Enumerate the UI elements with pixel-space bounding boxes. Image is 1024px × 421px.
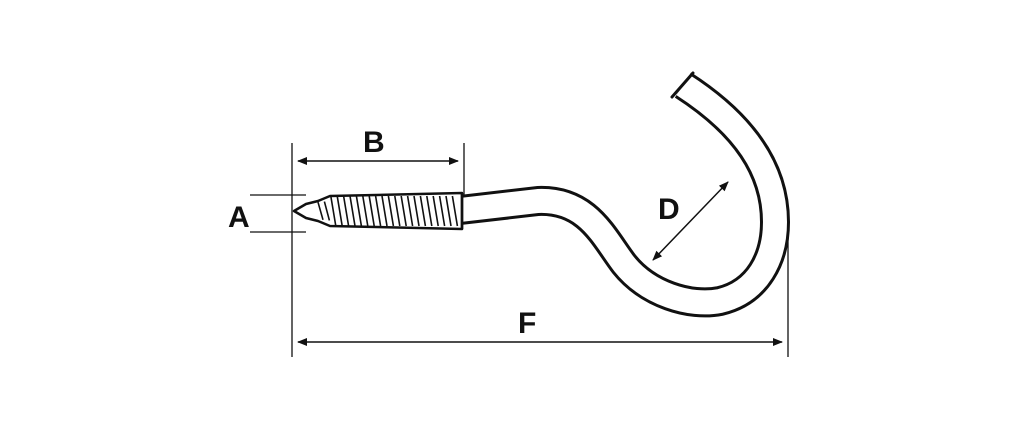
thread-crest-line [400, 195, 407, 227]
thread-crest-line [387, 195, 395, 227]
thread-crest-line [451, 195, 459, 227]
thread-crest-line [419, 195, 427, 227]
thread-section [292, 191, 464, 231]
dimension-arrow-d [652, 181, 729, 261]
dimension-label-f: F [518, 307, 536, 340]
thread-crest-line [432, 195, 439, 227]
thread-crest-line [406, 195, 414, 227]
thread-crest-line [317, 201, 324, 221]
thread-crest-line [355, 195, 363, 227]
thread-crest-line [330, 195, 337, 227]
dimension-label-a: A [228, 201, 250, 234]
dimension-label-b: B [363, 126, 385, 159]
thread-crest-line [362, 195, 369, 227]
hook-tip-end-cap [670, 71, 695, 99]
dimension-label-d: D [658, 193, 680, 226]
thread-crest-line [445, 195, 452, 227]
thread-crest-line [368, 195, 375, 227]
thread-crest-line [426, 195, 433, 227]
thread-crest-line [438, 195, 446, 227]
thread-crest-line [374, 195, 382, 227]
thread-crest-line [349, 195, 356, 227]
hook-shank-inner-fill [458, 74, 787, 315]
thread-lines [317, 195, 459, 227]
thread-crest-line [323, 201, 331, 221]
thread-crest-line [413, 195, 420, 227]
dimension-arrows [297, 157, 783, 346]
thread-crest-line [394, 195, 401, 227]
hook-body [458, 71, 790, 318]
thread-crest-line [342, 195, 350, 227]
thread-crest-line [336, 195, 343, 227]
thread-crest-line [381, 195, 388, 227]
